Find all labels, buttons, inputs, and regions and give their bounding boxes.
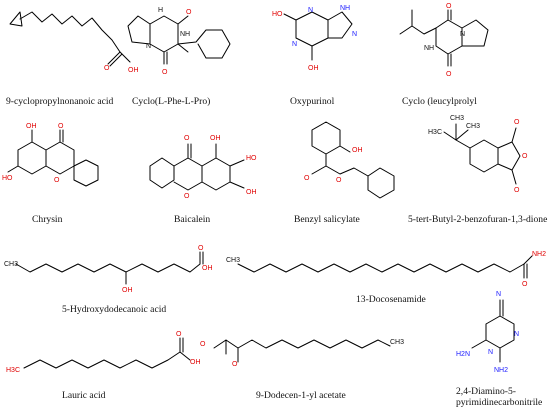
atom-label: N [146, 43, 151, 50]
compound-name: 5-Hydroxydodecanoic acid [62, 304, 166, 315]
atom-label: NH2 [494, 367, 508, 374]
atom-label: NH [424, 45, 434, 52]
atom-label: N [460, 31, 465, 38]
structure-lauric-acid: H3C O OH [6, 331, 201, 374]
structure-5-hydroxydodecanoic-acid: CH3 OH O OH [4, 245, 213, 294]
atom-label: OH [210, 135, 221, 142]
compound-name: Oxypurinol [290, 96, 335, 107]
compound-name: Cyclo(L-Phe-L-Pro) [132, 96, 210, 107]
atom-label: H3C [6, 367, 20, 374]
structure-cyclo-leucylprolyl: O N NH O [399, 3, 489, 78]
atom-label: CH3 [466, 123, 480, 130]
atom-label: O [54, 177, 60, 184]
atom-label: OH [190, 359, 201, 366]
compound-name: Chrysin [32, 214, 63, 225]
atom-label: O [104, 65, 110, 72]
atom-label: N [496, 291, 501, 298]
atom-label: O [200, 341, 206, 348]
atom-label: OH [246, 189, 257, 196]
atom-label: O [514, 187, 520, 194]
structure-13-docosenamide: CH3 NH2 O [226, 251, 546, 288]
structure-9-cyclopropylnonanoic-acid: O OH [9, 11, 139, 74]
atom-label: OH [202, 265, 213, 272]
compound-name: Cyclo (leucylprolyl [402, 96, 477, 107]
compound-name: Lauric acid [62, 390, 106, 401]
compound-name: 9-Dodecen-1-yl acetate [256, 390, 346, 401]
atom-label: H2N [456, 351, 470, 358]
atom-label: N [292, 41, 297, 48]
atom-label: O [184, 193, 190, 200]
atom-label: O [58, 123, 64, 130]
atom-label: O [514, 119, 520, 126]
atom-label: O [522, 153, 528, 160]
atom-label: OH [122, 287, 133, 294]
atom-label: CH3 [390, 339, 404, 346]
structure-benzyl-salicylate: OH O O [304, 121, 395, 199]
compound-name: Benzyl salicylate [294, 214, 360, 225]
atom-label: NH2 [532, 251, 546, 258]
atom-label: O [198, 245, 204, 252]
compound-name: Baicalein [174, 214, 210, 225]
atom-label: O [446, 71, 452, 78]
atom-label: O [184, 135, 190, 142]
structure-chrysin: OH O HO O [2, 123, 99, 187]
atom-label: H3C [428, 129, 442, 136]
atom-label: OH [26, 123, 37, 130]
atom-label: OH [352, 147, 363, 154]
atom-label: CH3 [4, 261, 18, 268]
atom-label: O [186, 9, 192, 16]
structure-diamino-pyrimidinecarbonitrile: N N N H2N NH2 [456, 291, 519, 374]
compound-name: 9-cyclopropylnonanoic acid [6, 96, 114, 107]
structure-9-dodecenyl-acetate: O O CH3 [200, 339, 404, 368]
atom-label: H [158, 7, 163, 14]
atom-label: N [352, 31, 357, 38]
structure-oxypurinol: HO N NH N N OH [272, 5, 357, 72]
atom-label: O [304, 175, 310, 182]
compound-name: 2,4-Diamino-5-pyrimidinecarbonitrile [456, 386, 542, 408]
atom-label: HO [2, 175, 13, 182]
atom-label: NH [340, 5, 350, 12]
atom-label: HO [272, 11, 283, 18]
structure-baicalein: OH O HO OH O [149, 135, 257, 200]
atom-label: HO [246, 155, 257, 162]
atom-label: N [514, 331, 519, 338]
atom-label: O [176, 331, 182, 338]
atom-label: CH3 [450, 115, 464, 122]
atom-label: O [162, 69, 168, 76]
atom-label: N [488, 349, 493, 356]
compound-name: 5-tert-Butyl-2-benzofuran-1,3-dione [408, 214, 547, 225]
atom-label: O [522, 281, 528, 288]
atom-label: OH [128, 67, 139, 74]
structure-tert-butyl-benzofurandione: H3C CH3 CH3 O O O [428, 115, 528, 194]
compound-name: 13-Docosenamide [356, 294, 426, 305]
atom-label: O [336, 177, 342, 184]
structure-cyclo-phe-pro: H O NH N O [127, 7, 231, 76]
atom-label: O [446, 3, 452, 10]
atom-label: CH3 [226, 257, 240, 264]
atom-label: NH [180, 31, 190, 38]
atom-label: OH [308, 65, 319, 72]
atom-label: N [308, 7, 313, 14]
atom-label: O [232, 361, 238, 368]
